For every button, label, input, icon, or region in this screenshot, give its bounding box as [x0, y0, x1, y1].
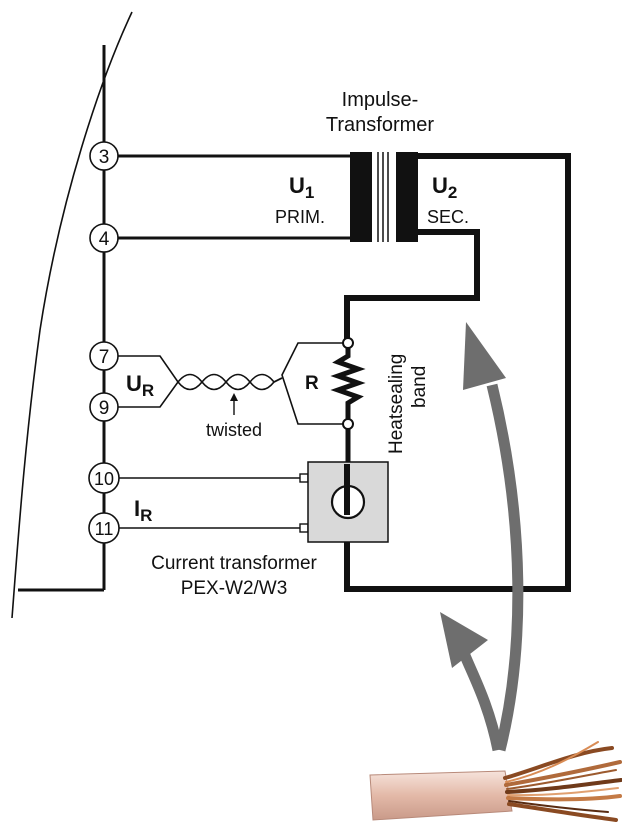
resistor-label: R [305, 373, 319, 394]
secondary-wire-bottom [344, 229, 480, 342]
svg-text:7: 7 [99, 347, 110, 368]
resistor-zigzag [330, 348, 366, 420]
heatsealing-cable-image [369, 741, 622, 822]
resistor-terminal-bottom [342, 418, 354, 430]
transformer-title-line1: Impulse- [342, 89, 419, 111]
secondary-voltage-label: U2 [432, 173, 457, 202]
twisted-pair [177, 373, 283, 415]
controller-housing-edge [11, 11, 133, 619]
cable-copper-strands [503, 741, 622, 822]
terminal-4: 4 [89, 223, 119, 253]
primary-label: PRIM. [275, 207, 325, 227]
svg-text:9: 9 [99, 398, 110, 419]
current-r-label: IR [134, 496, 152, 525]
primary-winding [350, 152, 372, 242]
secondary-wire-top [344, 153, 571, 592]
svg-text:10: 10 [94, 469, 114, 489]
svg-text:11: 11 [95, 519, 114, 539]
transformer-title-line2: Transformer [326, 114, 435, 136]
current-transformer-label-line2: PEX-W2/W3 [181, 578, 288, 599]
heatsealing-resistor [330, 337, 366, 464]
svg-text:3: 3 [99, 147, 110, 168]
svg-text:4: 4 [99, 229, 110, 250]
twisted-pointer-head [230, 393, 238, 401]
voltage-r-label: UR [126, 371, 154, 400]
primary-voltage-label: U1 [289, 173, 314, 202]
heatsealing-label-line2: band [409, 366, 430, 408]
arrow-to-ct-shaft [456, 646, 504, 752]
terminal-10: 10 [88, 462, 120, 494]
secondary-winding [396, 152, 418, 242]
measuring-wire-right [281, 342, 343, 425]
heatsealing-label-line1: Heatsealing [386, 354, 407, 454]
terminal-11: 11 [88, 512, 120, 544]
ct-pin-bottom [299, 523, 309, 533]
ct-pin-top [299, 473, 309, 483]
current-transformer-label-line1: Current transformer [151, 553, 317, 574]
twisted-strand-a [177, 373, 283, 391]
arrow-to-resistor-head [463, 322, 506, 390]
arrow-to-ct-head [440, 612, 488, 668]
secondary-label: SEC. [427, 207, 469, 227]
twisted-strand-b [177, 373, 283, 391]
twisted-label: twisted [206, 420, 262, 440]
terminal-3: 3 [89, 141, 119, 171]
terminal-9: 9 [89, 392, 119, 422]
resistor-terminal-top [342, 337, 354, 349]
terminal-7: 7 [89, 341, 119, 371]
arrow-to-resistor-shaft [486, 383, 524, 752]
cable-sheath [369, 770, 513, 821]
impulse-transformer [350, 152, 418, 242]
